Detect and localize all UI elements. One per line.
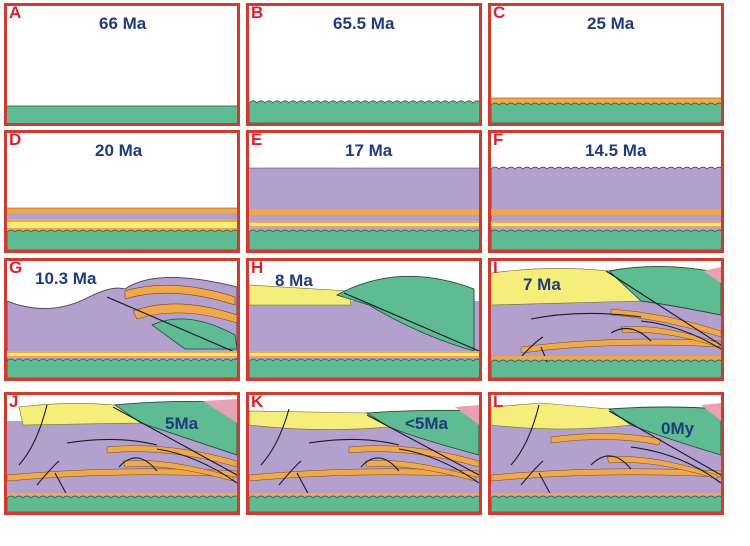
panel-age-label: 7 Ma: [523, 275, 561, 294]
orange-layer: [249, 209, 479, 215]
fault-line: [343, 292, 479, 352]
panel-letter: D: [9, 130, 22, 149]
section-k-diagram: [249, 405, 479, 512]
green-basement: [491, 102, 721, 123]
panel-i: I 7 Ma: [488, 258, 724, 381]
green-basement: [491, 495, 721, 512]
panel-k: K <5Ma: [246, 392, 482, 515]
panel-age-label: 8 Ma: [275, 271, 313, 290]
section-i-diagram: [491, 266, 721, 378]
section-b-diagram: [249, 100, 479, 123]
panel-l: L 0My: [488, 392, 724, 515]
green-basement: [7, 358, 237, 378]
section-e-diagram: [249, 167, 479, 250]
section-f-diagram: [491, 166, 721, 250]
panel-age-label: 17 Ma: [345, 141, 393, 160]
panel-letter: F: [493, 130, 504, 149]
purple-layer: [7, 213, 237, 219]
green-basement: [7, 106, 237, 123]
fault-line: [106, 296, 237, 354]
section-h-diagram: [249, 275, 479, 378]
fault-line: [608, 410, 721, 476]
fault-line: [366, 414, 479, 476]
panel-age-label: 10.3 Ma: [35, 269, 97, 288]
green-basement: [491, 359, 721, 378]
panel-age-label: 14.5 Ma: [585, 141, 647, 160]
section-j-diagram: [7, 399, 237, 512]
panel-letter: G: [9, 258, 23, 277]
orange-layer: [491, 209, 721, 215]
panel-age-label: 0My: [661, 419, 695, 438]
green-basement: [491, 229, 721, 250]
panel-age-label: 25 Ma: [587, 14, 635, 33]
panel-j: J 5Ma: [4, 392, 240, 515]
panel-c: C 25 Ma: [488, 3, 724, 126]
green-basement: [7, 495, 237, 512]
panel-age-label: 5Ma: [165, 414, 199, 433]
panel-age-label: <5Ma: [405, 414, 448, 433]
panel-d: D 20 Ma: [4, 130, 240, 253]
green-basement: [249, 100, 479, 123]
green-basement: [249, 495, 479, 512]
panel-age-label: 65.5 Ma: [333, 14, 395, 33]
panel-b: B 65.5 Ma: [246, 3, 482, 126]
panel-age-label: 66 Ma: [99, 14, 147, 33]
section-d-diagram: [7, 207, 237, 250]
section-g-diagram: [7, 277, 237, 378]
green-basement: [249, 229, 479, 250]
green-basement: [7, 229, 237, 250]
panel-letter: B: [251, 3, 264, 22]
section-l-diagram: [491, 402, 721, 512]
panel-letter: J: [9, 392, 19, 411]
green-basement: [249, 358, 479, 378]
fault-line: [605, 270, 721, 346]
panel-g: G 10.3 Ma: [4, 258, 240, 381]
section-a-diagram: [7, 105, 237, 123]
panel-letter: I: [493, 258, 498, 277]
panel-a: A 66 Ma: [4, 3, 240, 126]
panel-e: E 17 Ma: [246, 130, 482, 253]
fault-line: [112, 406, 237, 476]
section-c-diagram: [491, 97, 721, 123]
yellow-layer: [7, 222, 237, 228]
panel-letter: K: [251, 392, 264, 411]
panel-age-label: 20 Ma: [95, 141, 143, 160]
panel-h: H 8 Ma: [246, 258, 482, 381]
orange-layer: [491, 98, 721, 106]
panel-letter: A: [9, 3, 22, 22]
panel-letter: C: [493, 3, 506, 22]
purple-layer: [491, 166, 721, 250]
panel-letter: L: [493, 392, 504, 411]
panel-letter: E: [251, 130, 263, 149]
panel-letter: H: [251, 258, 264, 277]
panel-f: F 14.5 Ma: [488, 130, 724, 253]
